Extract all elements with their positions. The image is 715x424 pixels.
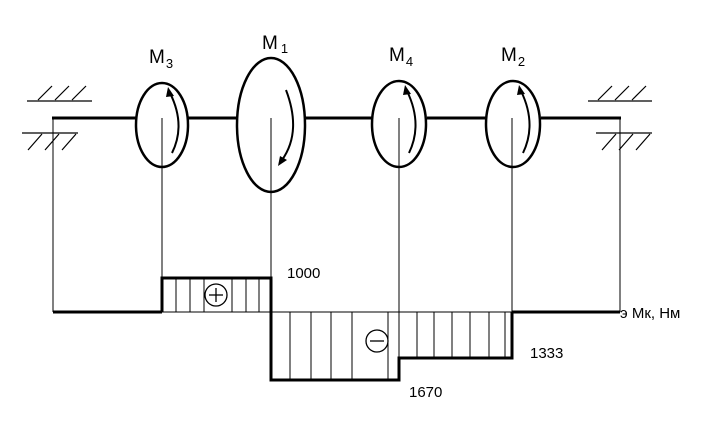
value-label-1333: 1333	[530, 345, 563, 362]
axis-label: э Мк, Нм	[620, 305, 680, 322]
left-support	[22, 85, 92, 151]
shaft	[52, 116, 621, 312]
hatch-negative	[289, 312, 506, 379]
pulley-m2	[484, 79, 542, 169]
moment-label-m3: M3	[149, 47, 173, 71]
torque-graph	[53, 276, 620, 382]
hatch-positive	[175, 279, 260, 312]
moment-label-m2: M2	[501, 45, 525, 69]
projection-lines	[161, 118, 513, 380]
moment-label-m4: M4	[389, 45, 413, 69]
value-label-1670: 1670	[409, 384, 442, 401]
value-label-1000: 1000	[287, 265, 320, 282]
right-support	[588, 85, 652, 151]
